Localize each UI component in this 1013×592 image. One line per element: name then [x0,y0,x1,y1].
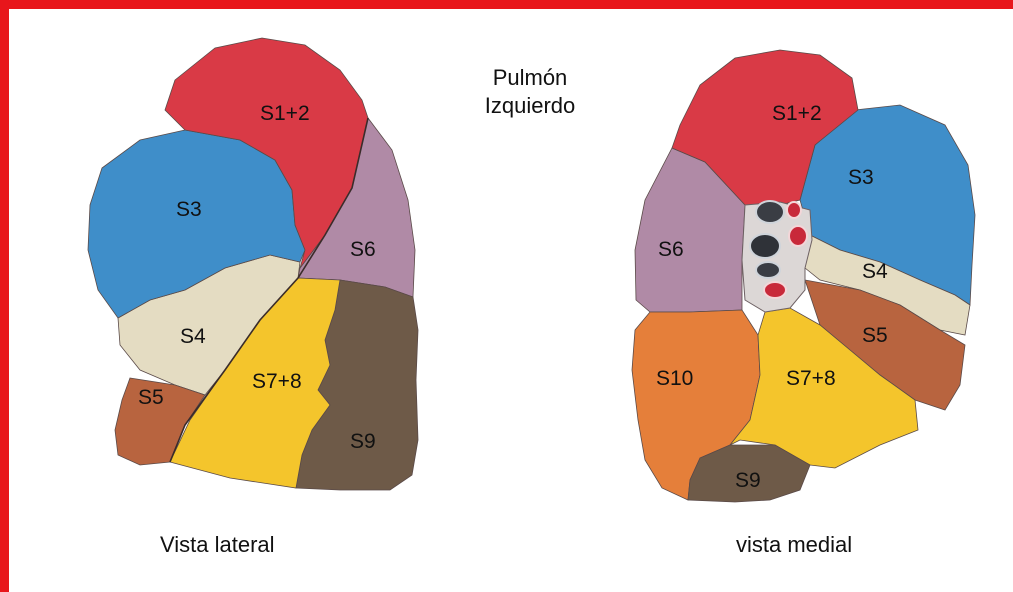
lateral-label-s7-8: S7+8 [252,370,302,393]
hilum-bronchus-1 [756,201,784,223]
medial-label-s10: S10 [656,367,693,390]
hilum-bronchus-3 [756,262,780,278]
lateral-label-s1-2: S1+2 [260,102,310,125]
lateral-lung-view [88,38,418,490]
lateral-label-s6: S6 [350,238,376,261]
lateral-label-s3: S3 [176,198,202,221]
medial-label-s7-8: S7+8 [786,367,836,390]
hilum-bronchus-2 [750,234,780,258]
medial-label-s4: S4 [862,260,888,283]
lateral-label-s9: S9 [350,430,376,453]
lateral-label-s4: S4 [180,325,206,348]
medial-label-s6: S6 [658,238,684,261]
medial-label-s1-2: S1+2 [772,102,822,125]
lateral-label-s5: S5 [138,386,164,409]
lateral-view-caption: Vista lateral [160,532,275,558]
hilum-vessel-3 [787,202,801,218]
medial-label-s9: S9 [735,469,761,492]
medial-view-caption: vista medial [736,532,852,558]
medial-label-s3: S3 [848,166,874,189]
hilum-vessel-1 [789,226,807,246]
medial-label-s5: S5 [862,324,888,347]
hilum-vessel-2 [764,282,786,298]
